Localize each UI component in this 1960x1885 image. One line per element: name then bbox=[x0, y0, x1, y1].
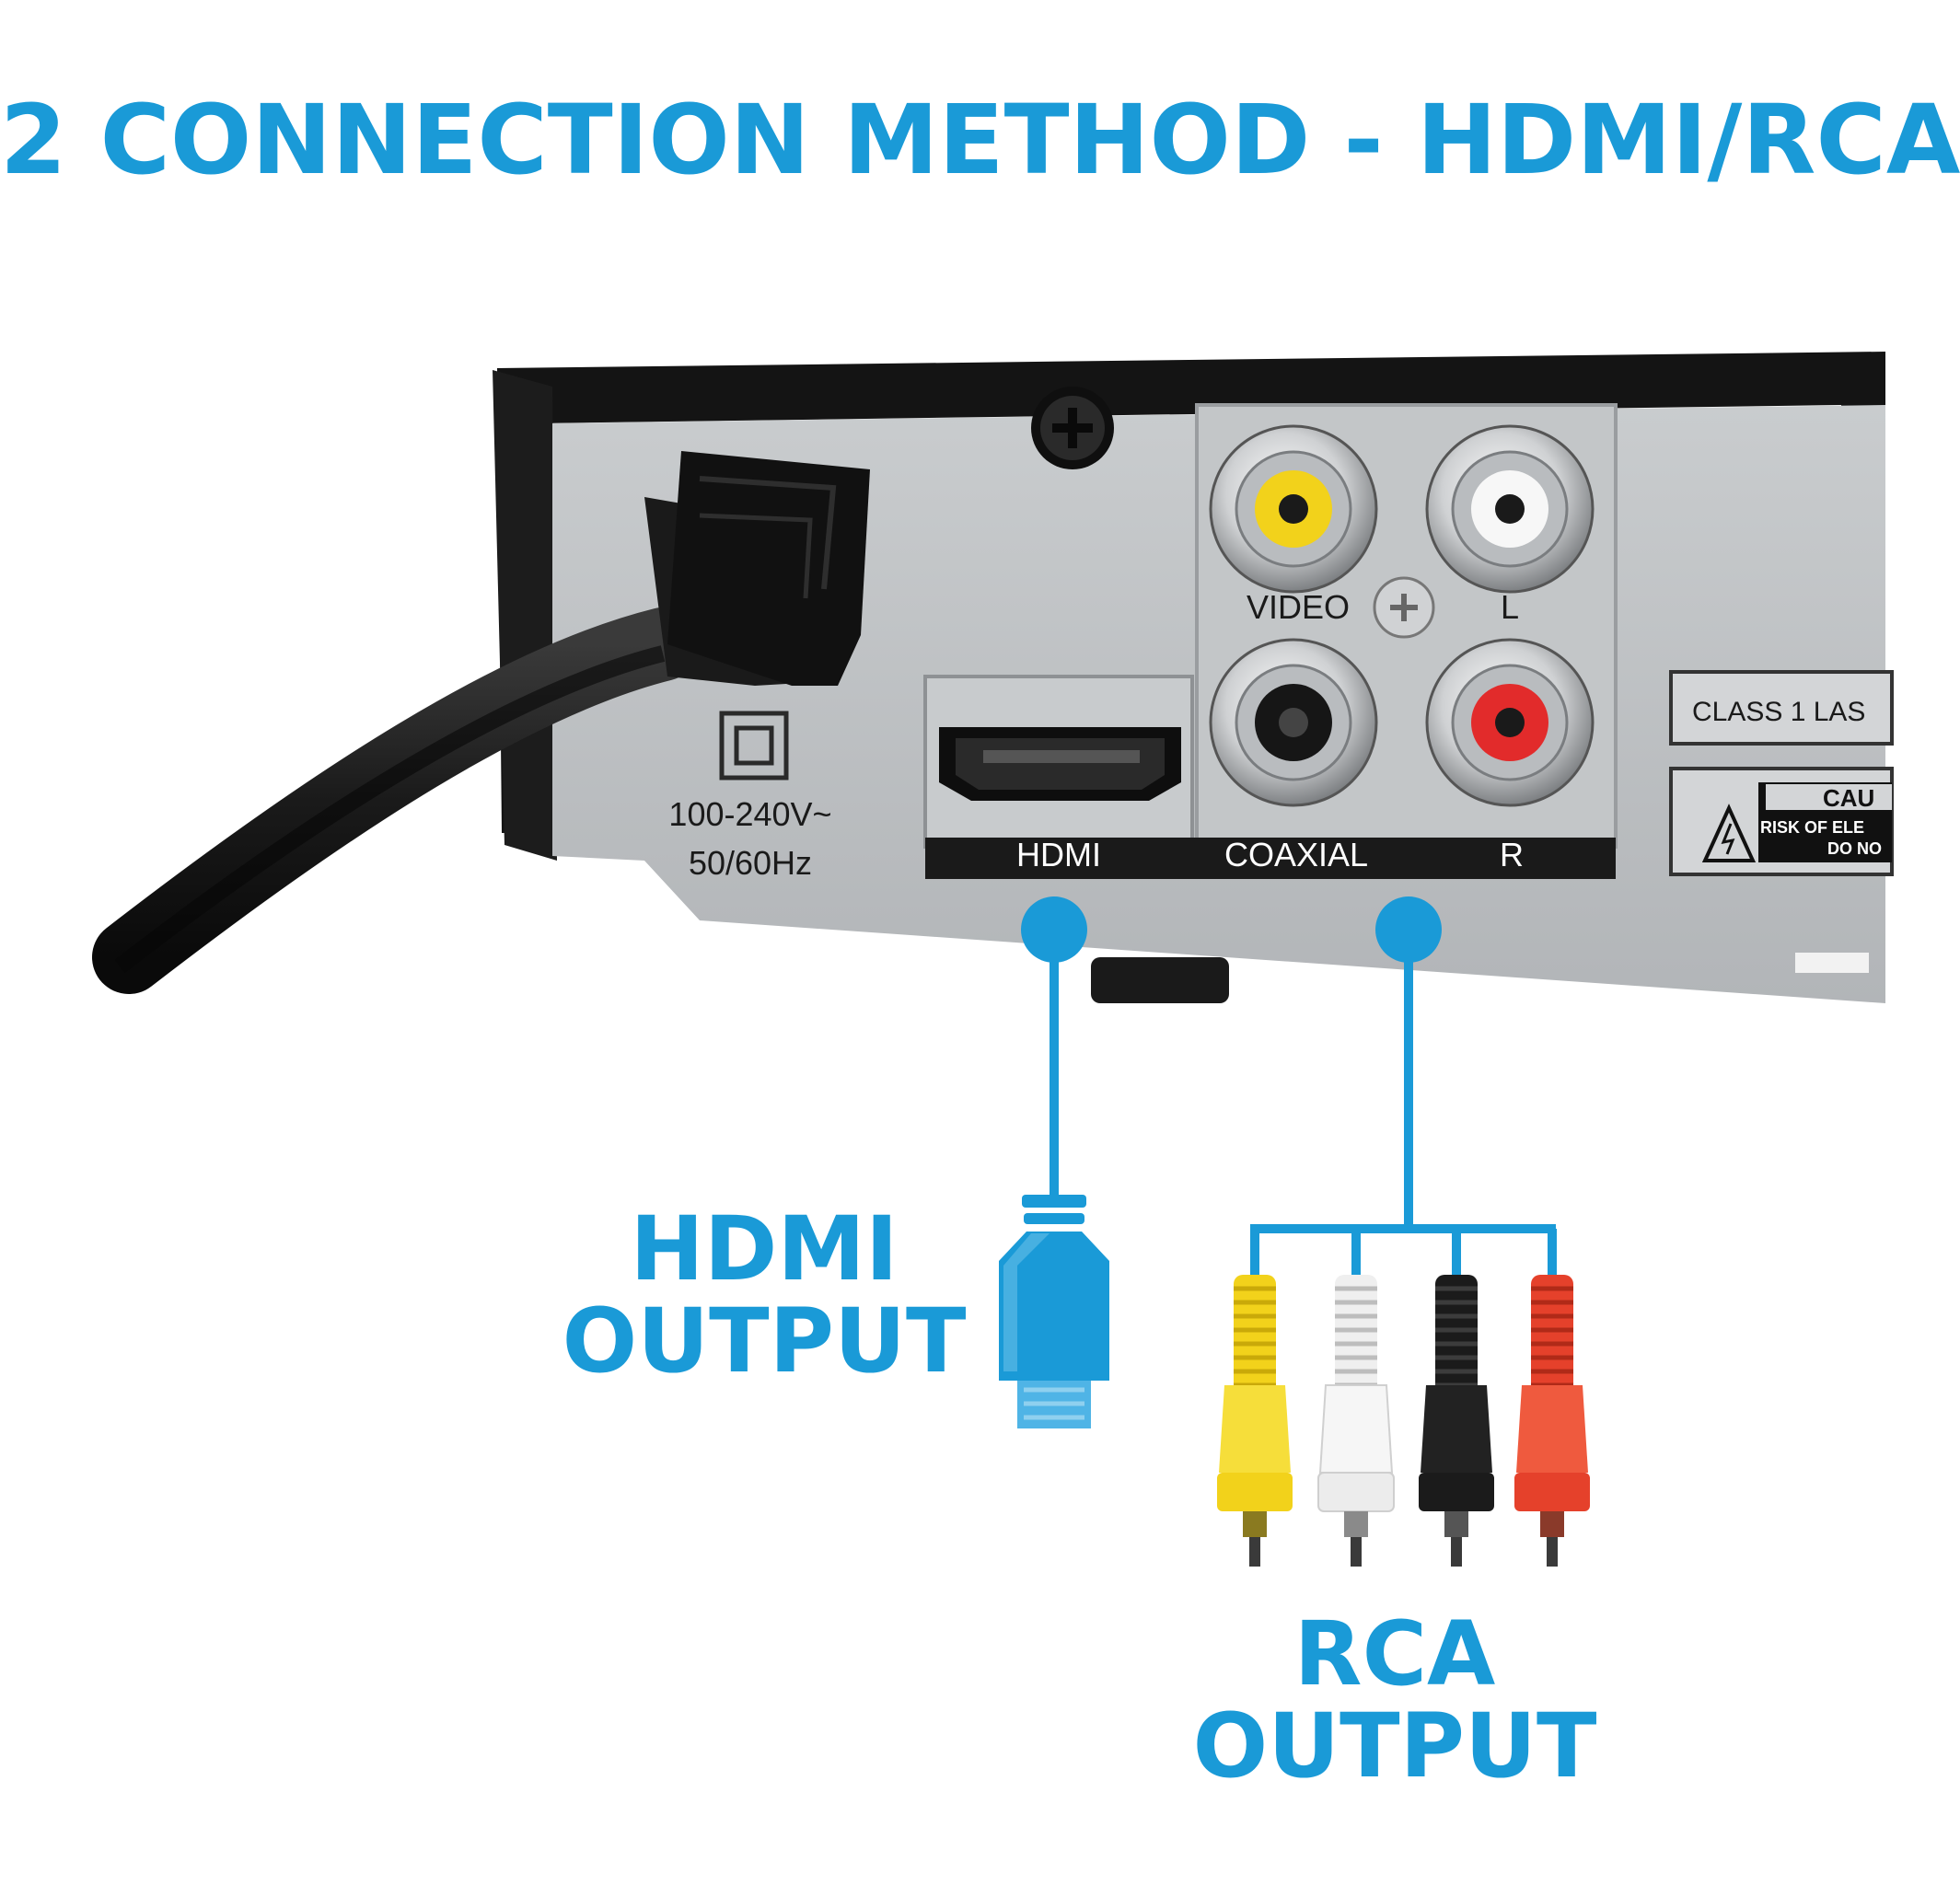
hdmi-output-label-line1: HDMI bbox=[630, 1197, 898, 1301]
rca-output-label-line2: OUTPUT bbox=[1193, 1694, 1597, 1798]
port-label-strip bbox=[925, 838, 1616, 879]
caution-title: CAU bbox=[1823, 784, 1874, 812]
rca-plug-white bbox=[1317, 1275, 1395, 1567]
hdmi-port bbox=[939, 727, 1181, 801]
laser-class-text: CLASS 1 LAS bbox=[1692, 697, 1865, 727]
page-title: 2 CONNECTION METHOD - HDMI/RCA bbox=[0, 84, 1960, 196]
rca-output-label-line1: RCA bbox=[1294, 1602, 1496, 1706]
right-port-label: R bbox=[1500, 836, 1524, 873]
warning-icon bbox=[1701, 804, 1757, 862]
double-insulation-icon bbox=[719, 711, 789, 781]
audio-left-jack bbox=[1425, 424, 1595, 594]
coaxial-jack bbox=[1209, 638, 1378, 807]
rca-plug-black bbox=[1419, 1275, 1494, 1567]
hdmi-callout-connector bbox=[1021, 896, 1087, 1197]
rca-plug-yellow bbox=[1217, 1275, 1293, 1567]
caution-line1: RISK OF ELE bbox=[1760, 818, 1864, 837]
screw-icon bbox=[1373, 576, 1435, 639]
laser-class-label bbox=[1669, 670, 1894, 746]
screw-icon bbox=[1031, 387, 1114, 469]
video-jack bbox=[1209, 424, 1378, 594]
chassis-foot bbox=[1091, 957, 1229, 1003]
hdmi-port-label: HDMI bbox=[1016, 836, 1101, 873]
rca-plug-red bbox=[1514, 1275, 1590, 1567]
chassis-top bbox=[497, 352, 1885, 948]
left-port-label: L bbox=[1501, 588, 1519, 626]
power-cord bbox=[92, 451, 870, 994]
hdmi-output-label-line2: OUTPUT bbox=[562, 1289, 967, 1393]
power-rating-line1: 100-240V~ bbox=[668, 795, 831, 833]
video-port-label: VIDEO bbox=[1247, 588, 1350, 626]
connection-diagram: 100-240V~ 50/60Hz bbox=[92, 352, 1894, 1798]
rca-callout-connector bbox=[1250, 896, 1557, 1279]
audio-right-jack bbox=[1425, 638, 1595, 807]
hdmi-cable-icon bbox=[999, 1195, 1109, 1428]
dvd-player-back-panel: 100-240V~ 50/60Hz bbox=[92, 352, 1894, 1003]
power-rating-line2: 50/60Hz bbox=[689, 844, 812, 882]
caution-line2: DO NO bbox=[1827, 839, 1882, 858]
coaxial-port-label: COAXIAL bbox=[1224, 836, 1368, 873]
